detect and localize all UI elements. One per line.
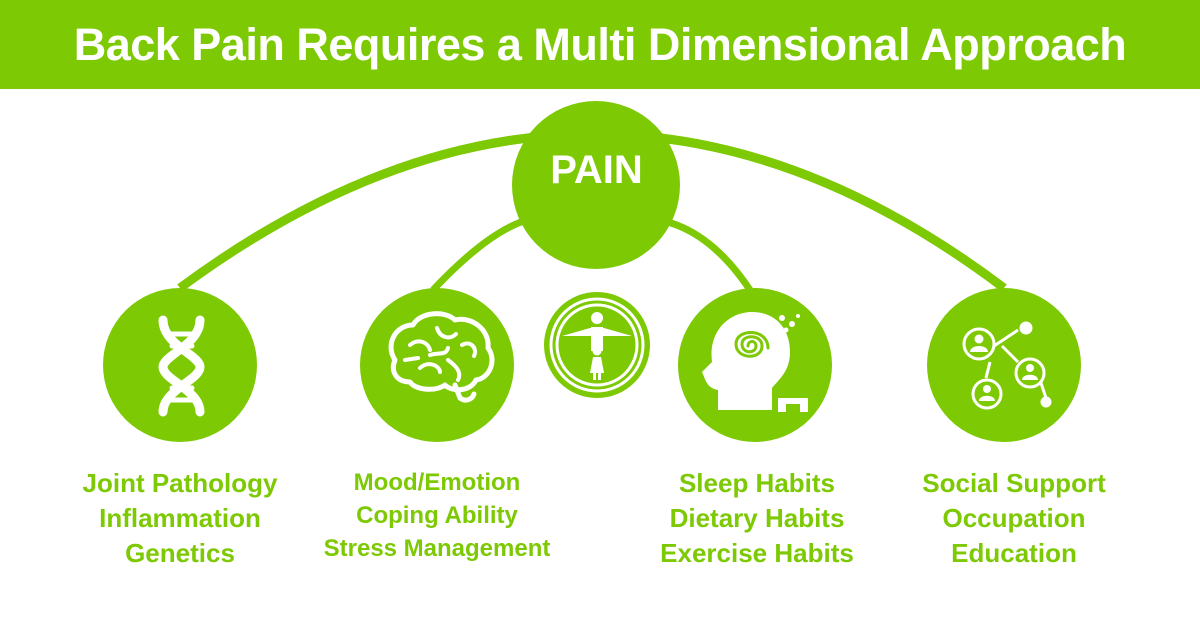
factor-node-lifestyle: [678, 288, 832, 442]
page-title: Back Pain Requires a Multi Dimensional A…: [73, 19, 1127, 70]
factor-label-psychological: Mood/Emotion Coping Ability Stress Manag…: [302, 466, 572, 565]
factor-label-line: Joint Pathology: [82, 468, 278, 498]
factor-label-social: Social Support Occupation Education: [879, 466, 1149, 571]
pain-center-label: PAIN: [550, 148, 643, 192]
human-figures-icon: [562, 312, 632, 380]
factor-label-line: Inflammation: [99, 503, 261, 533]
factor-label-line: Education: [951, 538, 1077, 568]
factor-label-line: Coping Ability: [356, 502, 518, 529]
factor-label-line: Exercise Habits: [660, 538, 854, 568]
factor-label-line: Occupation: [942, 503, 1086, 533]
factor-label-line: Mood/Emotion: [353, 469, 521, 496]
head-spiral-icon: [702, 312, 808, 412]
factor-label-lifestyle: Sleep Habits Dietary Habits Exercise Hab…: [622, 466, 892, 571]
factor-node-genetics: [103, 288, 257, 442]
title-banner: [0, 0, 1200, 89]
factor-node-social: [927, 288, 1081, 442]
social-network-icon: [962, 321, 1052, 410]
dna-icon: [158, 315, 205, 417]
factor-node-psychological: [360, 288, 514, 442]
factor-label-line: Genetics: [125, 538, 235, 568]
factor-label-biological: Joint Pathology Inflammation Genetics: [45, 466, 315, 571]
brain-icon: [388, 311, 495, 403]
factor-node-wellbeing: [544, 292, 650, 398]
factor-label-line: Stress Management: [323, 535, 551, 562]
pain-center-node: [512, 101, 680, 269]
factor-label-line: Social Support: [922, 468, 1106, 498]
factor-label-line: Dietary Habits: [669, 503, 845, 533]
factor-label-line: Sleep Habits: [678, 468, 836, 498]
